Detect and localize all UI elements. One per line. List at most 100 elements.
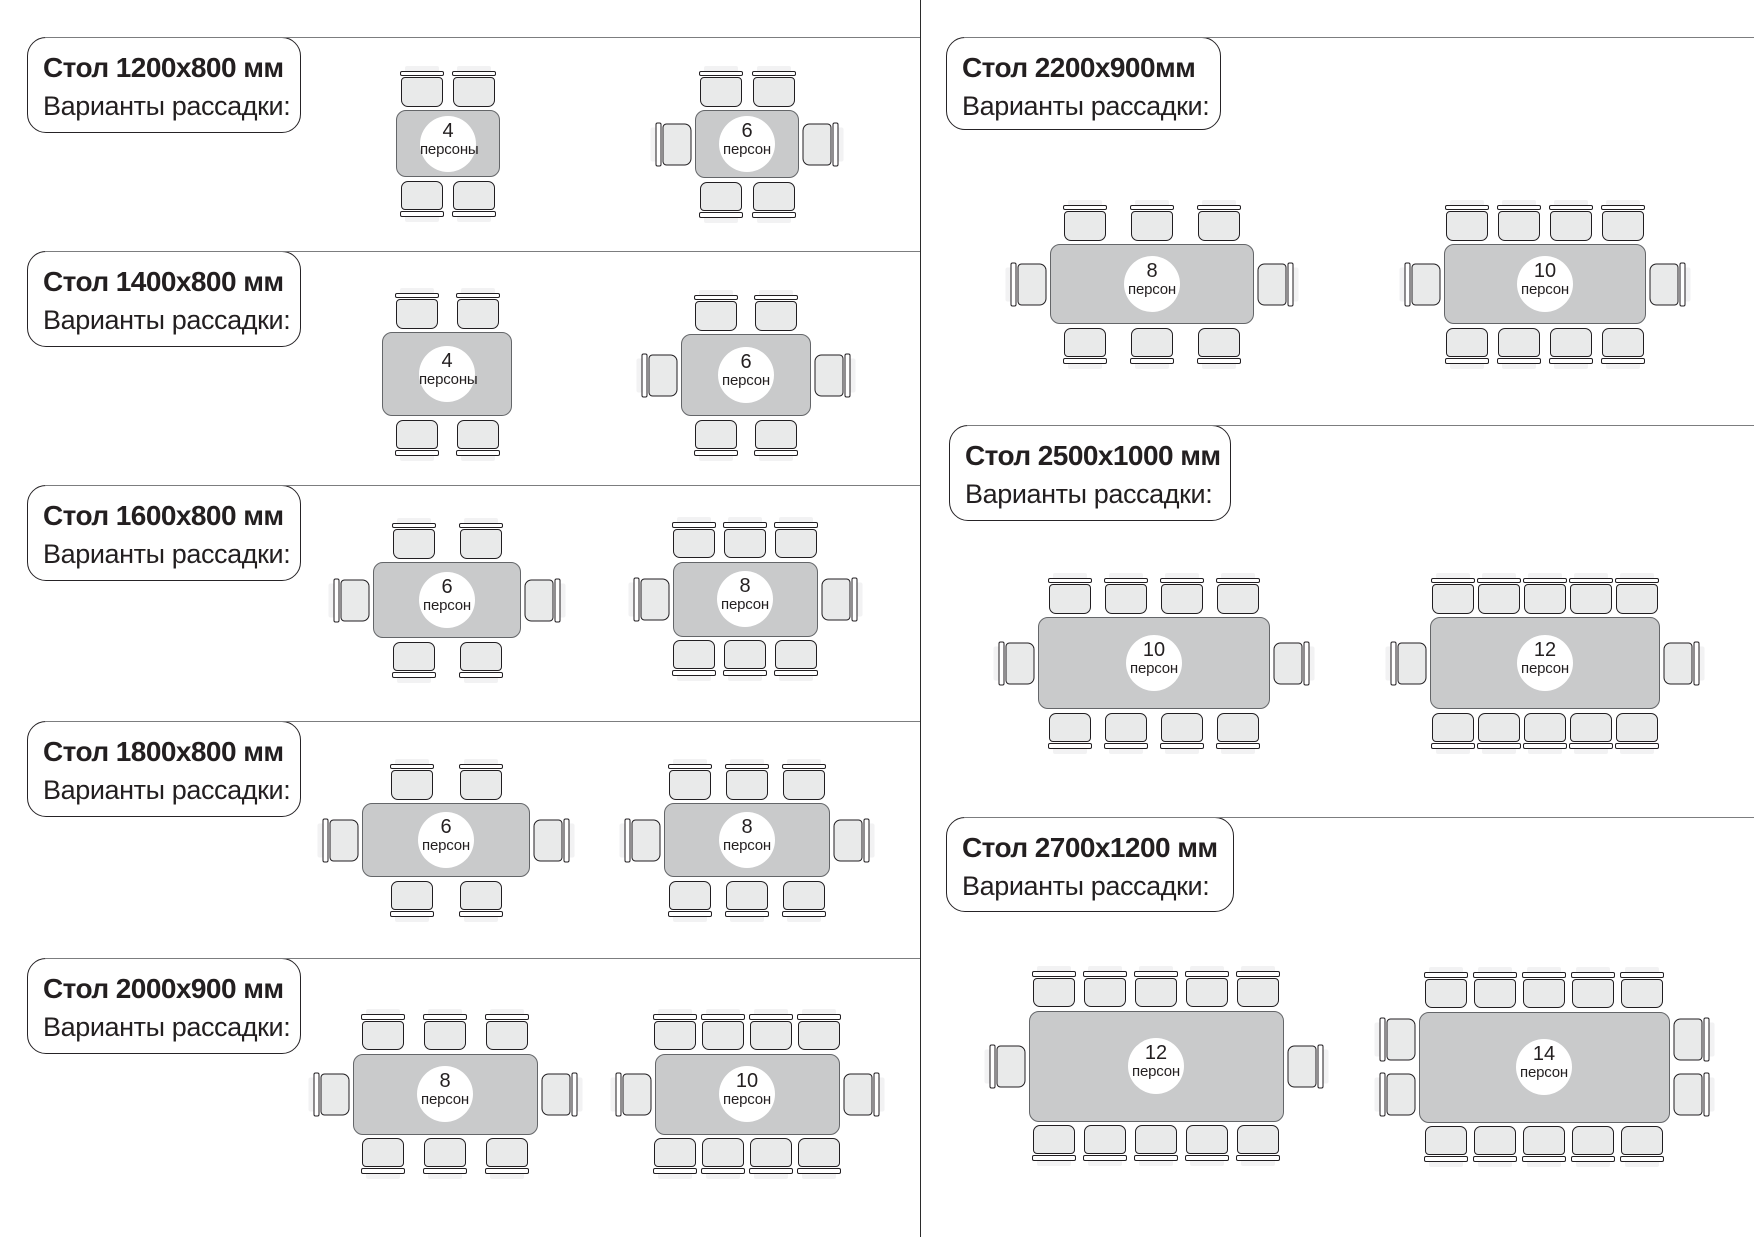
section-subtitle: Варианты рассадки: xyxy=(962,91,1210,121)
chair-top xyxy=(749,1009,793,1050)
chair-seat xyxy=(1621,978,1663,1008)
chair-back xyxy=(1379,1017,1385,1062)
chair-back xyxy=(1569,743,1613,749)
chair-right xyxy=(524,578,566,622)
chair-top xyxy=(458,758,503,800)
chair-backrest-halo xyxy=(759,289,793,296)
chair-back xyxy=(1497,358,1541,364)
chair-seat xyxy=(1033,1125,1075,1155)
section-divider-rule xyxy=(45,251,920,252)
chair-seat xyxy=(1084,1125,1126,1155)
chair-back xyxy=(725,911,769,917)
chair-back xyxy=(400,70,444,76)
chair-left xyxy=(1374,1017,1415,1062)
chair-right xyxy=(541,1072,582,1116)
chair-seat xyxy=(395,419,438,449)
chair-seat xyxy=(1673,1018,1703,1061)
chair-back xyxy=(782,911,826,917)
chair-top xyxy=(1601,199,1645,241)
chair-seat xyxy=(533,819,563,861)
chair-seat xyxy=(1524,712,1566,742)
chair-seat xyxy=(1621,1126,1663,1156)
chair-back xyxy=(751,212,796,218)
chair-seat xyxy=(775,528,817,558)
chair-backrest-halo xyxy=(1088,966,1122,973)
chair-top xyxy=(1569,572,1613,614)
chair-bottom xyxy=(754,419,798,461)
chair-bottom xyxy=(1497,327,1541,369)
chair-seat xyxy=(1161,712,1203,742)
chair-seat xyxy=(1385,1018,1415,1061)
capacity-number: 14 xyxy=(1532,1043,1556,1065)
chair-seat xyxy=(1049,712,1091,742)
chair-back xyxy=(1615,577,1659,583)
chair-bottom xyxy=(1431,712,1475,754)
capacity-word: персон xyxy=(1520,1064,1568,1081)
chair-bottom xyxy=(452,180,496,222)
chair-seat xyxy=(1131,211,1173,241)
chair-seat xyxy=(1131,327,1173,357)
chair-back xyxy=(698,212,743,218)
chair-seat xyxy=(821,578,851,620)
chair-seat xyxy=(783,770,825,800)
chair-backrest-halo xyxy=(779,517,813,524)
chair-bottom xyxy=(400,180,444,222)
chair-back xyxy=(322,818,328,862)
chair-top xyxy=(391,517,436,559)
capacity-word: персон xyxy=(1132,1063,1180,1080)
chair-back xyxy=(653,1014,697,1020)
chair-back xyxy=(1160,577,1204,583)
chair-top xyxy=(698,65,743,107)
section-divider-rule xyxy=(964,817,1754,818)
capacity-number: 10 xyxy=(735,1070,759,1092)
chair-backrest-halo xyxy=(457,65,491,72)
chair-back xyxy=(782,763,826,769)
chair-backrest-halo xyxy=(1190,966,1224,973)
chair-back xyxy=(1473,972,1517,978)
chair-seat xyxy=(699,77,742,107)
chair-back xyxy=(452,211,496,217)
chair-seat xyxy=(673,640,715,670)
chair-seat xyxy=(1198,211,1240,241)
chair-back xyxy=(701,1014,745,1020)
chair-back xyxy=(624,818,630,862)
chair-back xyxy=(1236,971,1280,977)
chair-bottom xyxy=(394,419,439,461)
chair-seat xyxy=(390,770,433,800)
chair-top xyxy=(1431,572,1475,614)
section-subtitle: Варианты рассадки: xyxy=(43,775,291,805)
chair-seat xyxy=(541,1073,571,1115)
chair-backrest-halo xyxy=(1037,966,1071,973)
chair-back xyxy=(485,1014,529,1020)
section-title: Стол 2700x1200 мм xyxy=(962,832,1218,863)
chair-seat xyxy=(639,578,669,620)
chair-seat xyxy=(1397,642,1427,684)
chair-seat xyxy=(702,1138,744,1168)
chair-seat xyxy=(1523,978,1565,1008)
chair-bottom xyxy=(1473,1126,1517,1167)
chair-seat xyxy=(621,1073,651,1115)
chair-seat xyxy=(459,529,502,559)
chair-seat xyxy=(1572,978,1614,1008)
chair-seat xyxy=(662,123,692,165)
chair-seat xyxy=(724,528,766,558)
chair-top xyxy=(774,517,818,558)
chair-seat xyxy=(699,181,742,211)
chair-backrest-halo xyxy=(394,758,429,765)
chair-seat xyxy=(1425,1126,1467,1156)
chair-back xyxy=(1104,743,1148,749)
chair-backrest-halo xyxy=(1221,572,1255,579)
chair-back xyxy=(723,670,767,676)
chair-left xyxy=(636,353,678,397)
chair-top xyxy=(485,1009,529,1050)
chair-back xyxy=(633,577,639,621)
chair-seat xyxy=(631,819,661,861)
chair-backrest-halo xyxy=(1450,199,1484,206)
chair-seat xyxy=(1049,584,1091,614)
chair-back xyxy=(1288,262,1294,306)
chair-top xyxy=(701,1009,745,1050)
capacity-number: 12 xyxy=(1533,639,1557,661)
capacity-word: персон xyxy=(1521,660,1569,677)
chair-right xyxy=(833,818,875,862)
